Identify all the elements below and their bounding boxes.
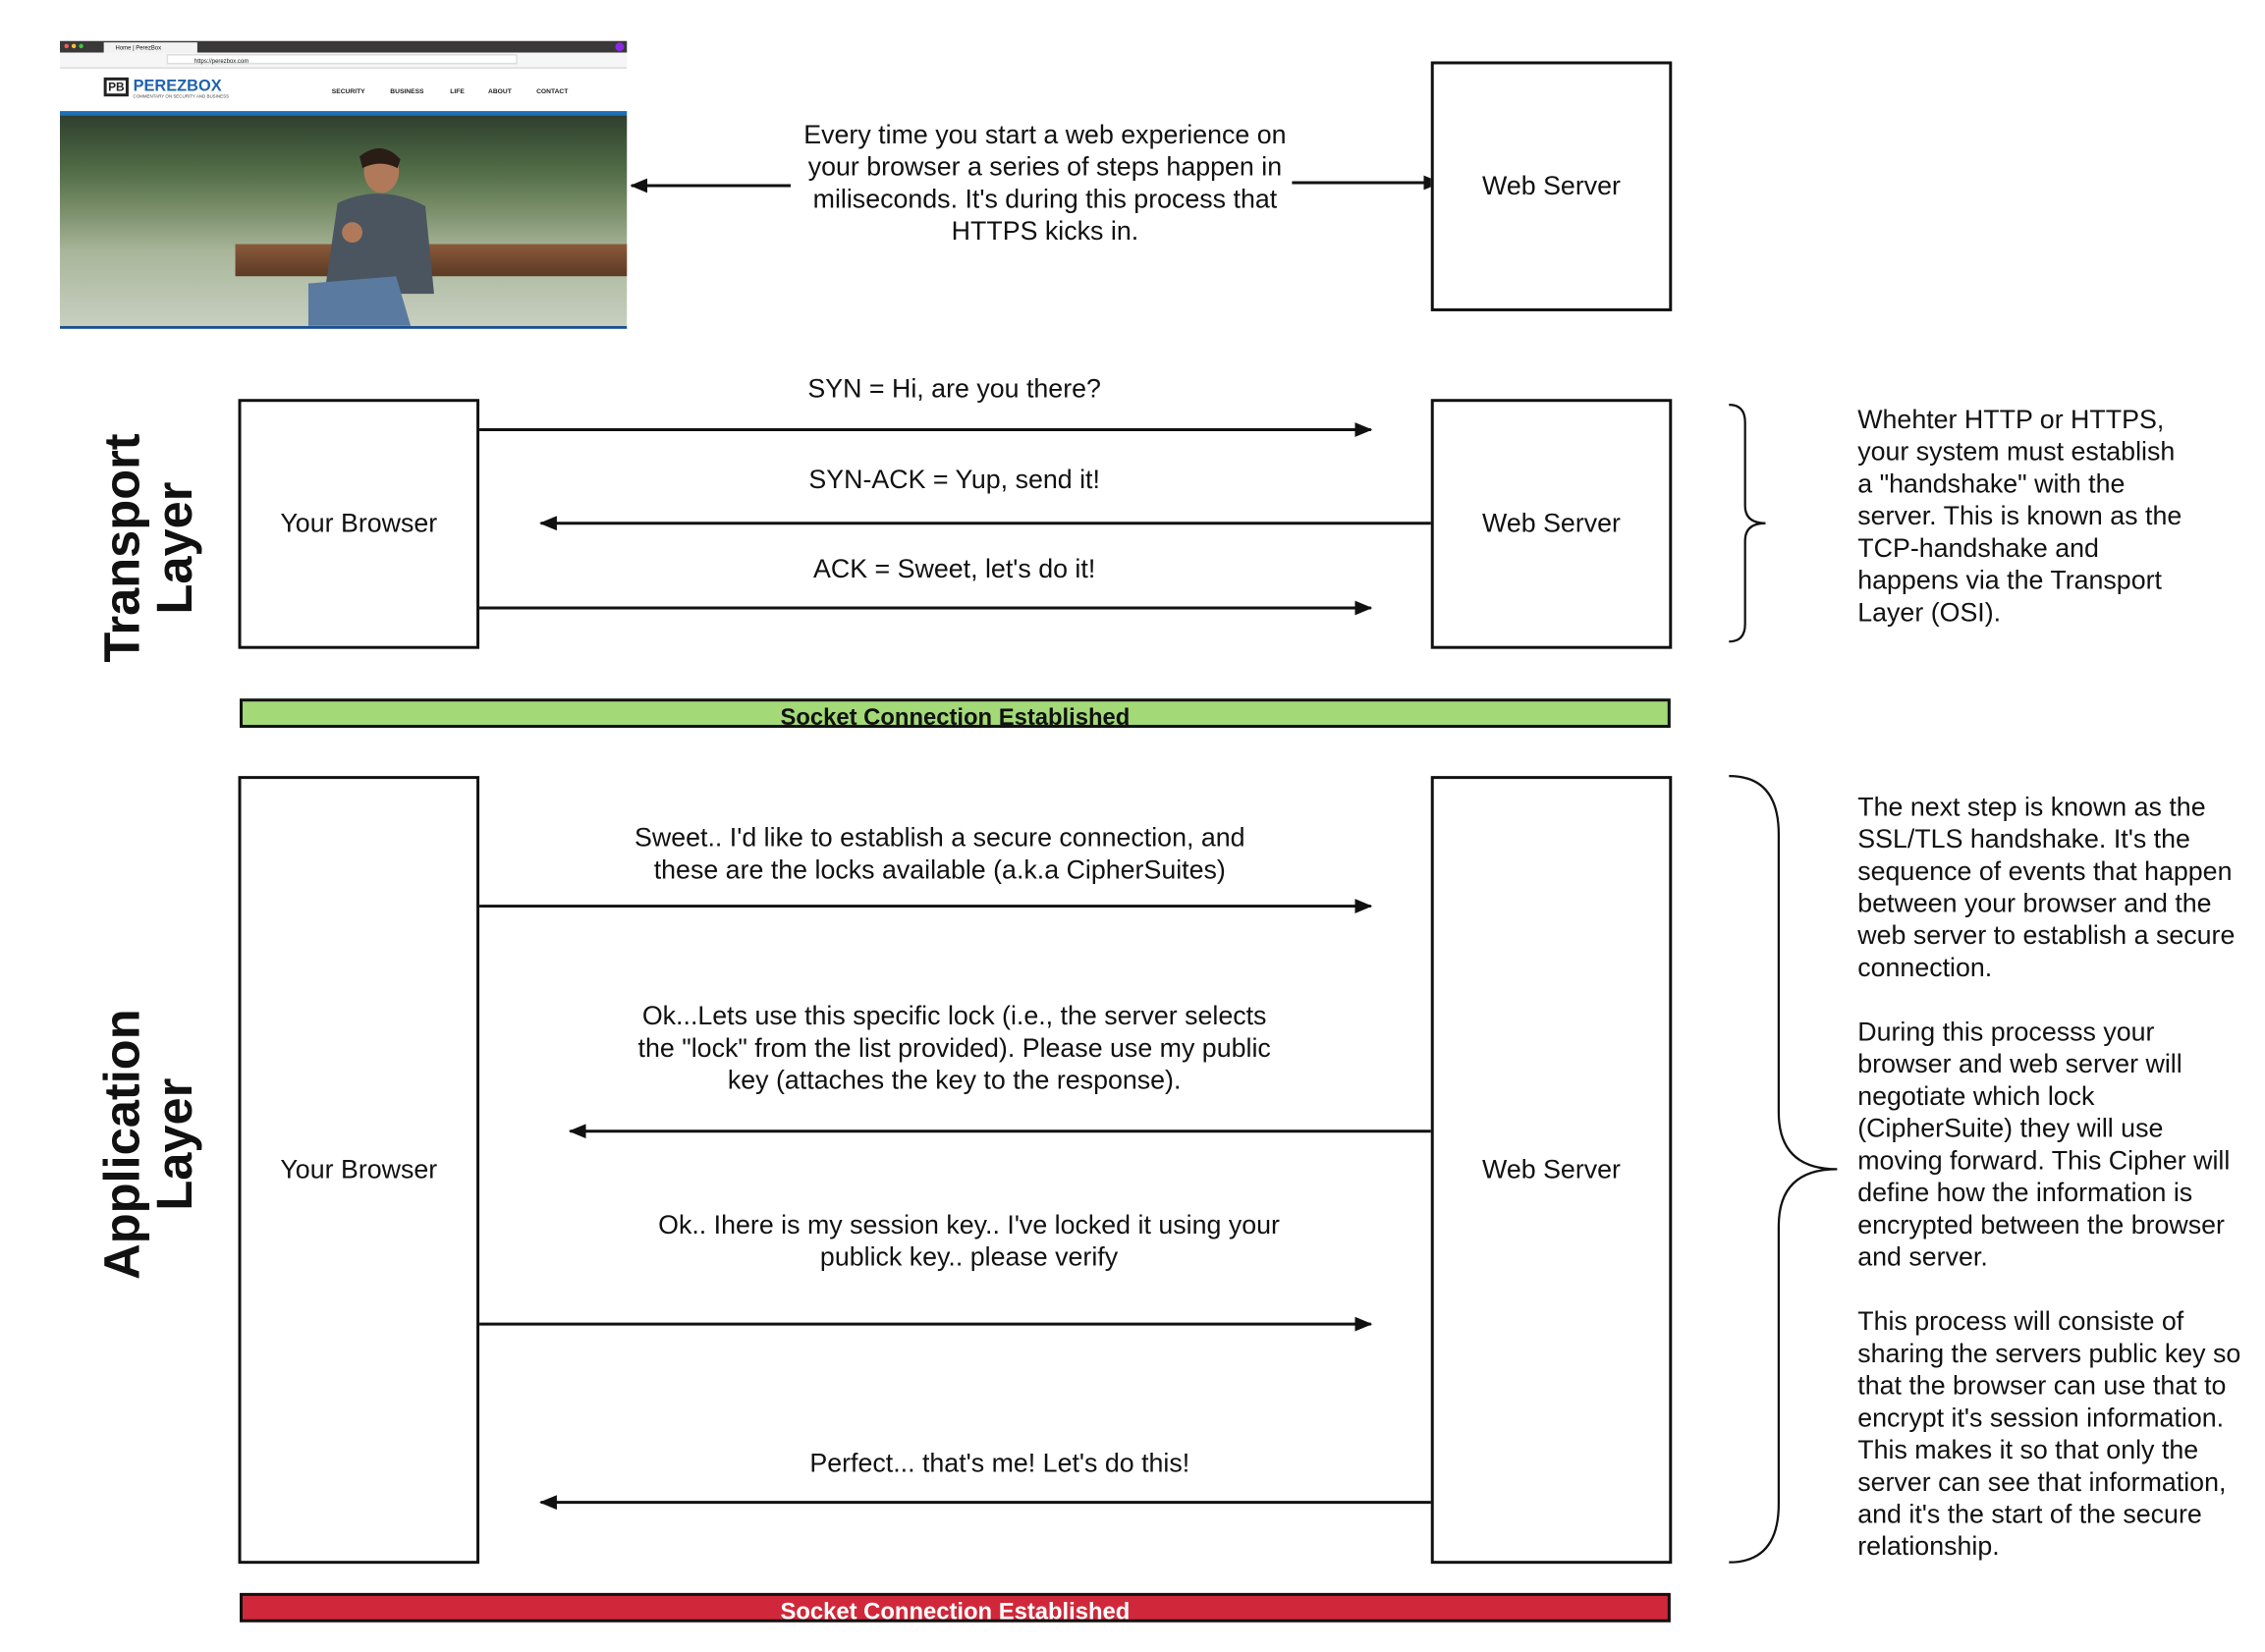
transport-server-box: Web Server — [1430, 399, 1673, 649]
nav-contact: CONTACT — [536, 87, 569, 95]
web-server-box: Web Server — [1430, 61, 1673, 311]
session-key-label: Ok.. Ihere is my session key.. I've lock… — [658, 1210, 1280, 1272]
application-note: The next step is known as the SSL/TLS ha… — [1857, 792, 2241, 1562]
client-hello-label: Sweet.. I'd like to establish a secure c… — [635, 822, 1245, 885]
hero-photo — [60, 115, 628, 326]
socket-established-bar-green: Socket Connection Established — [240, 698, 1671, 729]
finished-label: Perfect... that's me! Let's do this! — [809, 1448, 1190, 1478]
application-layer-title: Application Layer — [94, 1009, 203, 1280]
application-brace — [1729, 775, 1838, 1564]
intro-text: Every time you start a web experience on… — [803, 118, 1287, 248]
transport-browser-box: Your Browser — [238, 399, 480, 649]
address-bar: https://perezbox.com — [60, 52, 628, 69]
application-browser-box: Your Browser — [238, 776, 480, 1565]
nav-life: LIFE — [450, 87, 465, 95]
nav-business: BUSINESS — [390, 87, 424, 95]
url-text: https://perezbox.com — [166, 54, 518, 65]
transport-layer-title: Transport Layer — [94, 433, 203, 663]
syn-label: SYN = Hi, are you there? — [807, 373, 1101, 404]
nav-about: ABOUT — [487, 87, 512, 95]
nav-security: SECURITY — [331, 87, 365, 95]
person-image — [307, 147, 434, 326]
transport-brace — [1729, 404, 1766, 643]
server-hello-label: Ok...Lets use this specific lock (i.e., … — [637, 1001, 1271, 1095]
syn-ack-label: SYN-ACK = Yup, send it! — [808, 465, 1100, 494]
browser-tab-bar: Home | PerezBox — [60, 40, 628, 53]
ack-label: ACK = Sweet, let's do it! — [813, 553, 1096, 583]
transport-note: Whehter HTTP or HTTPS, your system must … — [1857, 405, 2182, 628]
browser-tab: Home | PerezBox — [103, 42, 197, 53]
socket-established-bar-red: Socket Connection Established — [240, 1592, 1671, 1623]
application-server-box: Web Server — [1430, 776, 1673, 1565]
